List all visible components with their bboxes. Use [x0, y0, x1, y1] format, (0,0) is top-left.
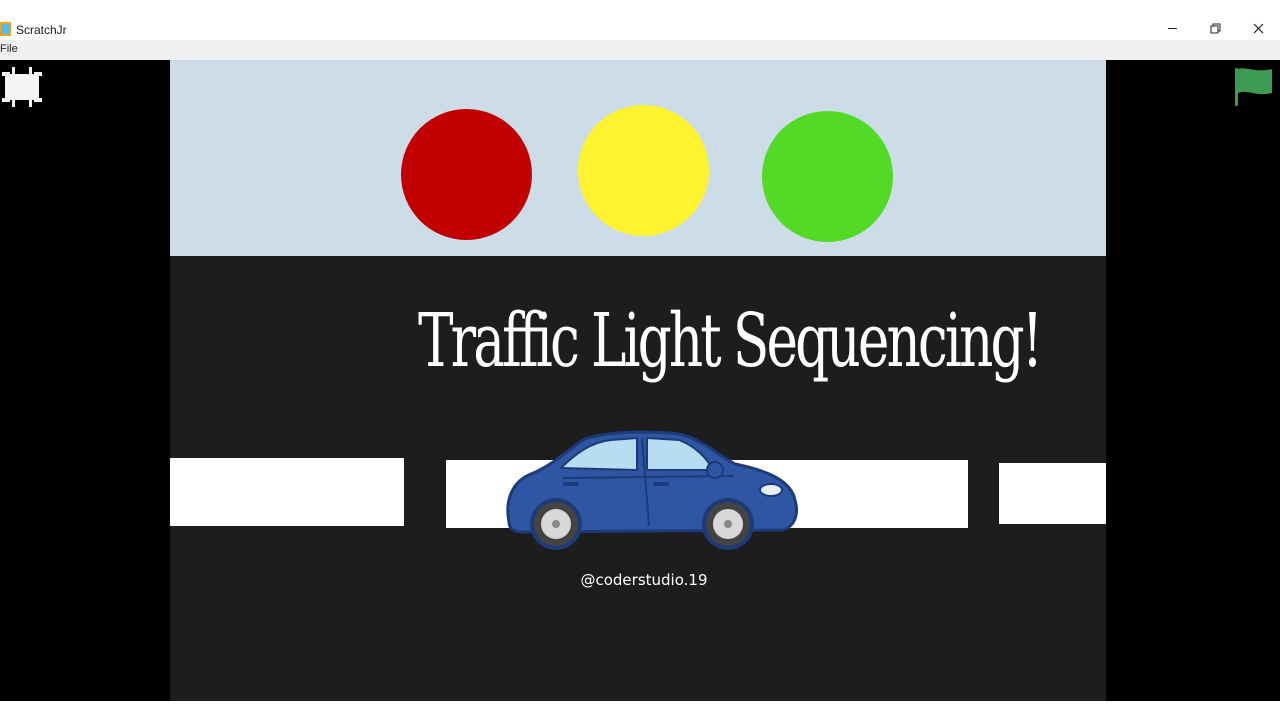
- title-bar: ScratchJr: [0, 0, 1280, 40]
- fullscreen-toggle-icon[interactable]: [0, 67, 44, 107]
- road-marking: [999, 463, 1106, 524]
- credit-text: @coderstudio.19: [580, 571, 708, 589]
- road-marking: [170, 458, 404, 526]
- green-light[interactable]: [762, 111, 893, 242]
- red-light[interactable]: [401, 109, 532, 240]
- window-title: ScratchJr: [16, 23, 67, 37]
- player-area: Traffic Light Sequencing!: [0, 60, 1280, 701]
- stage-title-text: Traffic Light Sequencing!: [418, 298, 1043, 384]
- close-icon[interactable]: [1250, 20, 1266, 36]
- scratchjr-app-icon: [0, 22, 11, 36]
- restore-icon[interactable]: [1207, 20, 1223, 36]
- green-flag-icon[interactable]: [1232, 66, 1274, 108]
- menu-item-file[interactable]: File: [0, 43, 18, 55]
- minimize-icon[interactable]: [1164, 20, 1180, 36]
- stage[interactable]: Traffic Light Sequencing!: [170, 60, 1106, 701]
- car-sprite[interactable]: [503, 430, 799, 554]
- menu-bar: File: [0, 40, 1280, 60]
- yellow-light[interactable]: [578, 105, 709, 236]
